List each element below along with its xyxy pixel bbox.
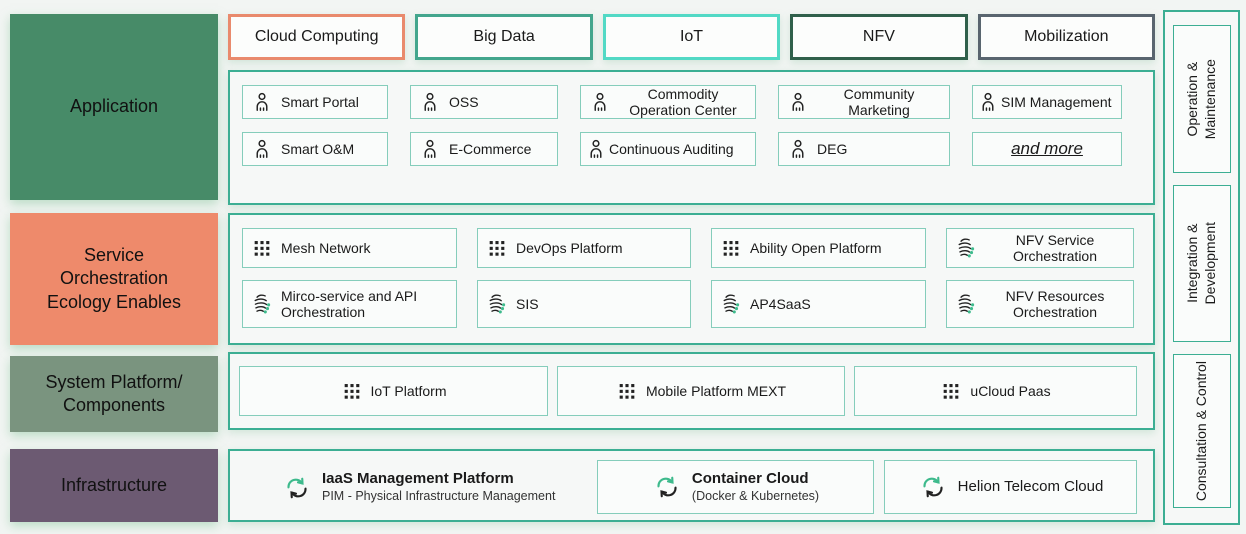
sys-item-label: uCloud Paas	[970, 382, 1051, 399]
svc-item-sis: SIS	[477, 280, 691, 328]
orchestration-icon	[486, 293, 508, 315]
person-icon	[251, 91, 273, 113]
svc-item-label: DevOps Platform	[516, 239, 623, 256]
sys-item-iot-platform: IoT Platform	[239, 366, 548, 416]
orchestration-icon	[720, 293, 742, 315]
grid-icon	[486, 237, 508, 259]
svc-item-label: AP4SaaS	[750, 295, 811, 312]
app-item-label: Smart Portal	[281, 93, 359, 110]
sys-item-ucloud-paas: uCloud Paas	[854, 366, 1137, 416]
app-item-label: Community Marketing	[843, 85, 915, 118]
app-item-smart-om: Smart O&M	[242, 132, 388, 166]
infra-item-text: Container Cloud (Docker & Kubernetes)	[692, 470, 819, 504]
chip-big-data: Big Data	[415, 14, 593, 60]
vertical-label: Consultation & Control	[1193, 360, 1210, 502]
app-item-label: E-Commerce	[449, 140, 532, 157]
infra-item-helion-telecom-cloud: Helion Telecom Cloud	[884, 460, 1137, 514]
infra-item-subtitle: (Docker & Kubernetes)	[691, 488, 820, 503]
app-item-label: Continuous Auditing	[609, 140, 734, 157]
orchestration-icon	[955, 237, 977, 259]
infrastructure-section: IaaS Management Platform PIM - Physical …	[228, 449, 1155, 522]
service-orchestration-section: Mesh Network DevOps Platform Ability Ope…	[228, 213, 1155, 345]
svc-item-ability-open-platform: Ability Open Platform	[711, 228, 926, 268]
service-consultation-control: Consultation & Control	[1172, 354, 1231, 508]
svc-item-nfv-service-orchestration: NFV Service Orchestration	[946, 228, 1134, 268]
app-item-smart-portal: Smart Portal	[242, 85, 388, 119]
app-item-and-more: and more	[972, 132, 1122, 166]
svc-item-label: Mirco-service and API Orchestration	[281, 287, 418, 320]
person-icon	[787, 91, 809, 113]
sys-item-mobile-platform-mext: Mobile Platform MEXT	[557, 366, 845, 416]
layer-label-service-orchestration: Service Orchestration Ecology Enables	[10, 213, 218, 345]
vertical-label: Operation & Maintenance	[1184, 58, 1219, 140]
svc-item-microservice-api-orchestration: Mirco-service and API Orchestration	[242, 280, 457, 328]
app-item-label: DEG	[817, 140, 848, 157]
infra-item-text: Helion Telecom Cloud	[958, 478, 1104, 497]
app-item-continuous-auditing: Continuous Auditing	[580, 132, 756, 166]
sys-item-label: Mobile Platform MEXT	[645, 382, 787, 399]
svc-item-label: NFV Service Orchestration	[1012, 231, 1098, 264]
chip-mobilization: Mobilization	[977, 14, 1156, 60]
vertical-label: Integration & Development	[1184, 222, 1219, 305]
grid-icon	[616, 380, 638, 402]
grid-icon	[940, 380, 962, 402]
app-item-e-commerce: E-Commerce	[410, 132, 558, 166]
layer-label-infrastructure: Infrastructure	[10, 449, 218, 522]
svc-item-label: Ability Open Platform	[750, 239, 882, 256]
person-icon	[419, 138, 441, 160]
layer-label-system-platform: System Platform/ Components	[10, 356, 218, 432]
svc-item-ap4saas: AP4SaaS	[711, 280, 926, 328]
lifecycle-services-column: Operation & Maintenance Integration & De…	[1163, 10, 1240, 525]
app-item-label: Commodity Operation Center	[629, 85, 737, 118]
orchestration-icon	[251, 293, 273, 315]
service-operation-maintenance: Operation & Maintenance	[1172, 25, 1231, 173]
app-item-oss: OSS	[410, 85, 558, 119]
infra-item-container-cloud: Container Cloud (Docker & Kubernetes)	[597, 460, 874, 514]
person-icon	[419, 91, 441, 113]
svc-item-label: Mesh Network	[281, 239, 371, 256]
svc-item-mesh-network: Mesh Network	[242, 228, 457, 268]
infra-item-subtitle: PIM - Physical Infrastructure Management	[322, 489, 556, 504]
cloud-sync-icon	[652, 472, 682, 502]
person-icon	[977, 91, 999, 113]
svc-item-label: NFV Resources Orchestration	[1005, 287, 1105, 320]
app-item-deg: DEG	[778, 132, 950, 166]
application-section: Smart Portal OSS Commodity Operation Cen…	[228, 70, 1155, 205]
infra-item-iaas-management-platform: IaaS Management Platform PIM - Physical …	[282, 461, 555, 514]
grid-icon	[341, 380, 363, 402]
person-icon	[251, 138, 273, 160]
system-platform-section: IoT Platform Mobile Platform MEXT uCloud…	[228, 352, 1155, 430]
layer-label-application: Application	[10, 14, 218, 200]
cloud-sync-icon	[918, 472, 948, 502]
person-icon	[585, 138, 607, 160]
app-item-commodity-operation-center: Commodity Operation Center	[580, 85, 756, 119]
infra-item-title: Container Cloud	[691, 469, 809, 487]
app-item-community-marketing: Community Marketing	[778, 85, 950, 119]
orchestration-icon	[955, 293, 977, 315]
app-item-label: SIM Management	[1001, 93, 1112, 110]
infra-item-title: Helion Telecom Cloud	[957, 477, 1104, 495]
and-more-label: and more	[1011, 139, 1083, 159]
grid-icon	[251, 237, 273, 259]
cloud-sync-icon	[282, 473, 312, 503]
chip-cloud-computing: Cloud Computing	[228, 14, 406, 60]
svc-item-label: SIS	[516, 295, 539, 312]
infra-item-text: IaaS Management Platform PIM - Physical …	[322, 470, 555, 504]
chip-iot: IoT	[602, 14, 781, 60]
grid-icon	[720, 237, 742, 259]
technology-chip-row: Cloud Computing Big Data IoT NFV Mobiliz…	[228, 14, 1156, 60]
app-item-label: OSS	[449, 93, 479, 110]
app-item-sim-management: SIM Management	[972, 85, 1122, 119]
chip-nfv: NFV	[790, 14, 968, 60]
person-icon	[589, 91, 611, 113]
sys-item-label: IoT Platform	[370, 382, 447, 399]
svc-item-devops-platform: DevOps Platform	[477, 228, 691, 268]
infra-item-title: IaaS Management Platform	[322, 470, 514, 488]
person-icon	[787, 138, 809, 160]
app-item-label: Smart O&M	[281, 140, 355, 157]
service-integration-development: Integration & Development	[1172, 185, 1231, 342]
svc-item-nfv-resources-orchestration: NFV Resources Orchestration	[946, 280, 1134, 328]
